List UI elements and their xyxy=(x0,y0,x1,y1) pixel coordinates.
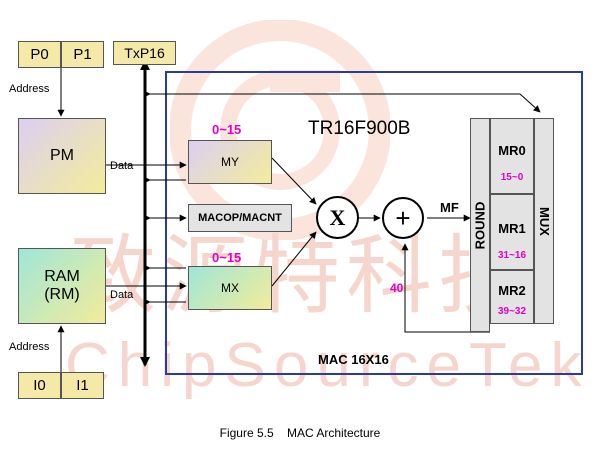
mx-label: MX xyxy=(221,281,239,295)
mr1-register: MR1 31~16 xyxy=(490,194,534,270)
register-p0: P0 xyxy=(18,41,61,68)
register-i1: I1 xyxy=(61,372,104,399)
address-label-bottom: Address xyxy=(9,341,50,353)
macop-label: MACOP/MACNT xyxy=(198,212,282,224)
pm-memory-block: PM xyxy=(18,118,106,194)
mux-label: MUX xyxy=(536,206,552,236)
mr0-label: MR0 xyxy=(498,143,526,158)
register-p1: P1 xyxy=(61,41,104,68)
register-i0: I0 xyxy=(18,372,61,399)
mr2-bit-range: 39~32 xyxy=(497,306,527,317)
feedback-width-label: 40 xyxy=(390,281,404,295)
ram-memory-block: RAM (RM) xyxy=(18,248,106,324)
mf-label: MF xyxy=(440,200,459,215)
mac-label: MAC 16X16 xyxy=(318,352,389,367)
macop-macnt-block: MACOP/MACNT xyxy=(188,204,292,232)
data-label-pm: Data xyxy=(110,160,134,172)
ram-sub-label: (RM) xyxy=(44,286,80,303)
figure-caption: Figure 5.5 MAC Architecture xyxy=(219,426,381,440)
round-label: ROUND xyxy=(472,201,488,249)
mr1-bit-range: 31~16 xyxy=(497,250,527,261)
add-symbol: + xyxy=(395,202,411,233)
watermark-english: ChipSourceTek xyxy=(65,331,590,400)
multiplier-circle: X xyxy=(316,196,359,239)
address-label-top: Address xyxy=(9,83,50,95)
ram-label: RAM xyxy=(44,268,80,285)
mr2-register: MR2 39~32 xyxy=(490,270,534,324)
mr2-label: MR2 xyxy=(498,283,526,298)
register-txp16: TxP16 xyxy=(113,41,176,65)
data-label-ram: Data xyxy=(110,289,134,301)
mr1-label: MR1 xyxy=(498,221,526,236)
chip-title: TR16F900B xyxy=(308,118,411,139)
round-block: ROUND xyxy=(470,118,490,332)
multiply-symbol: X xyxy=(329,204,346,230)
pm-label: PM xyxy=(50,147,74,164)
mux-block: MUX xyxy=(534,118,554,324)
mr0-bit-range: 15~0 xyxy=(500,172,524,183)
mx-bit-range: 0~15 xyxy=(212,250,242,265)
my-register: MY xyxy=(188,140,272,184)
my-bit-range: 0~15 xyxy=(212,122,242,137)
mr0-register: MR0 15~0 xyxy=(490,118,534,194)
adder-circle: + xyxy=(382,197,424,239)
my-label: MY xyxy=(221,155,239,169)
mx-register: MX xyxy=(188,266,272,310)
